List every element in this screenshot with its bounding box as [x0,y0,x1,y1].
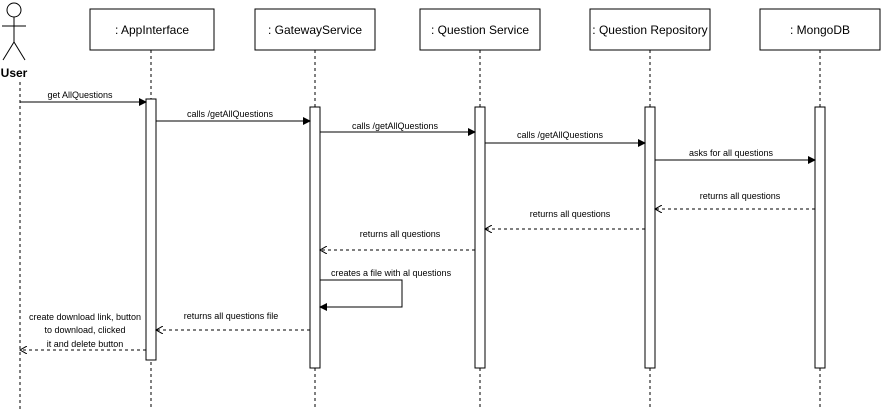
message-label: returns all questions [700,191,781,201]
message-label: calls /getAllQuestions [517,130,604,140]
message-app-to-gateway: calls /getAllQuestions [156,109,311,125]
message-label: asks for all questions [689,148,774,158]
stick-figure-icon [2,2,26,61]
message-gateway-to-app: returns all questions file [156,311,310,330]
participant-gatewayservice: : GatewayService [254,8,376,51]
question-service-activation [474,106,486,369]
gatewayservice-activation [309,106,321,369]
message-label: creates a file with al questions [331,268,452,278]
mongodb-activation [814,106,826,369]
message-mongo-to-repo: returns all questions [655,191,815,209]
message-label: returns all questions file [184,311,279,321]
message-repo-to-mongo: asks for all questions [655,148,816,164]
participant-label: : MongoDB [790,23,850,37]
actor-label: User [1,66,28,80]
message-question-to-gateway: returns all questions [320,229,475,250]
message-gateway-to-question: calls /getAllQuestions [320,121,476,136]
participant-label: : Question Repository [592,23,707,37]
message-get-allquestions: get AllQuestions [20,90,147,106]
message-label: get AllQuestions [47,90,113,100]
message-repo-to-question: returns all questions [485,209,645,229]
message-label-line: it and delete button [47,339,124,349]
message-label: returns all questions [360,229,441,239]
participant-question-service: : Question Service [419,8,541,51]
participant-question-repository: : Question Repository [589,8,711,51]
message-label: calls /getAllQuestions [187,109,274,119]
user-actor: User [1,2,28,80]
participant-label: : Question Service [431,23,529,37]
appinterface-activation [145,98,157,361]
message-question-to-repo: calls /getAllQuestions [485,130,646,147]
message-label: calls /getAllQuestions [352,121,439,131]
participant-mongodb: : MongoDB [759,8,881,51]
question-repository-activation [644,106,656,369]
participant-appinterface: : AppInterface [89,8,215,51]
message-label: returns all questions [530,209,611,219]
message-gateway-self-call: creates a file with al questions [319,268,452,311]
participant-label: : GatewayService [268,23,362,37]
participant-label: : AppInterface [115,23,189,37]
message-label-line: create download link, button [29,312,141,322]
message-label-line: to download, clicked [44,325,125,335]
message-app-to-user: create download link, button to download… [20,312,146,350]
